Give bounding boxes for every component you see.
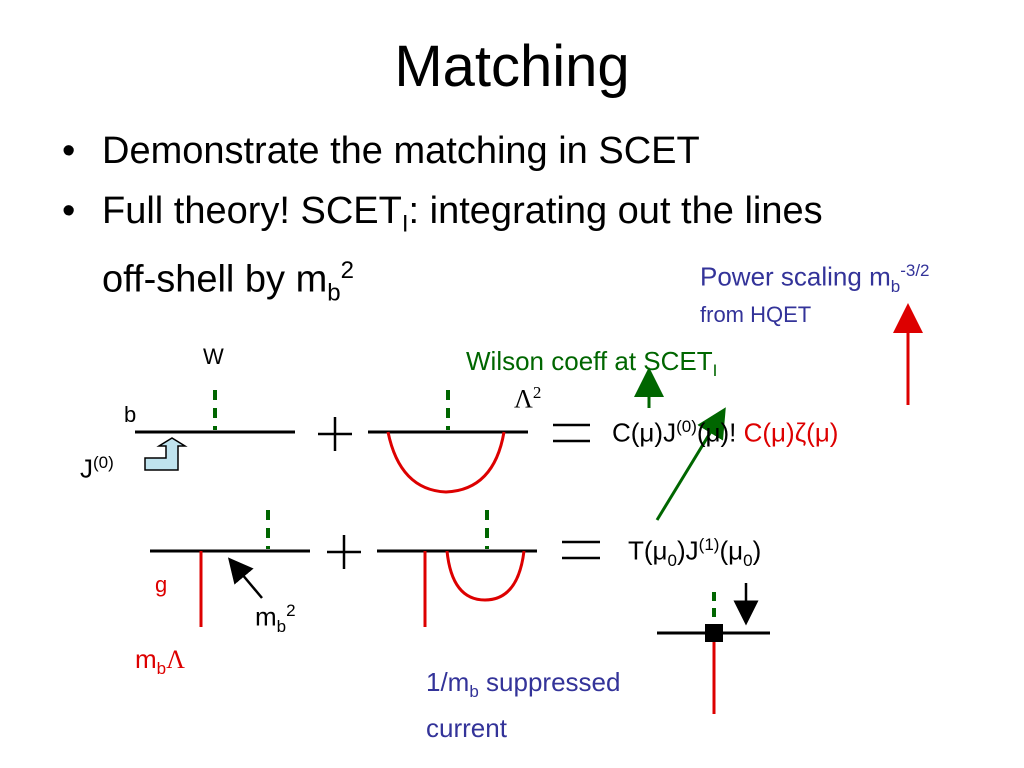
equals-sign	[553, 423, 590, 443]
equation-row2: T(μ0)J(1)(μ0)	[628, 535, 762, 570]
b-quark-label: b	[124, 402, 137, 427]
wilson-coeff-label: Wilson coeff at SCETI	[466, 346, 718, 381]
arrow-pointer-icon	[227, 557, 263, 599]
diagram-row2-loop	[377, 510, 537, 627]
bullet-dot: •	[62, 190, 76, 232]
green-diagonal-arrow	[655, 407, 726, 521]
equals-sign	[562, 540, 600, 560]
j0-current-label: J(0)	[80, 453, 114, 484]
diagram-row2-tree	[150, 510, 310, 627]
bullet-text: Demonstrate the matching in SCET	[102, 130, 700, 172]
bullet-item: • Full theory! SCETI: integrating out th…	[62, 190, 823, 306]
diagram-row1-loop	[368, 390, 528, 494]
bullet-text-line2: off-shell by m	[102, 258, 328, 301]
lambda-squared-label: Λ2	[514, 383, 542, 414]
equation-row1: C(μ)J(0)(μ)! C(μ)ζ(μ)	[612, 417, 839, 448]
plus-sign	[318, 417, 352, 451]
equation-row1-red: C(μ)ζ(μ)	[743, 417, 839, 448]
bullet-text: Full theory! SCET	[102, 190, 402, 232]
plus-sign	[327, 535, 361, 569]
vertex-square-icon	[705, 624, 723, 642]
suppressed-current-label: 1/mb suppressed current	[426, 667, 621, 744]
power-scaling-label: Power scaling mb-3/2	[700, 261, 930, 296]
diagram-scet-vertex	[657, 583, 770, 714]
page-title: Matching	[394, 34, 630, 99]
mb-lambda-label: mbΛ	[135, 644, 185, 679]
mb-squared-label: mb2	[255, 601, 296, 636]
diagram-row1-tree	[135, 390, 295, 434]
w-boson-label: W	[203, 344, 224, 369]
gluon-label: g	[155, 572, 168, 597]
bullet-dot: •	[62, 130, 76, 172]
return-arrow-icon	[144, 437, 188, 471]
from-hqet-label: from HQET	[700, 302, 812, 327]
bullet-list: • Demonstrate the matching in SCET • Ful…	[62, 128, 1002, 330]
bullet-item: • Demonstrate the matching in SCET	[62, 128, 1002, 174]
